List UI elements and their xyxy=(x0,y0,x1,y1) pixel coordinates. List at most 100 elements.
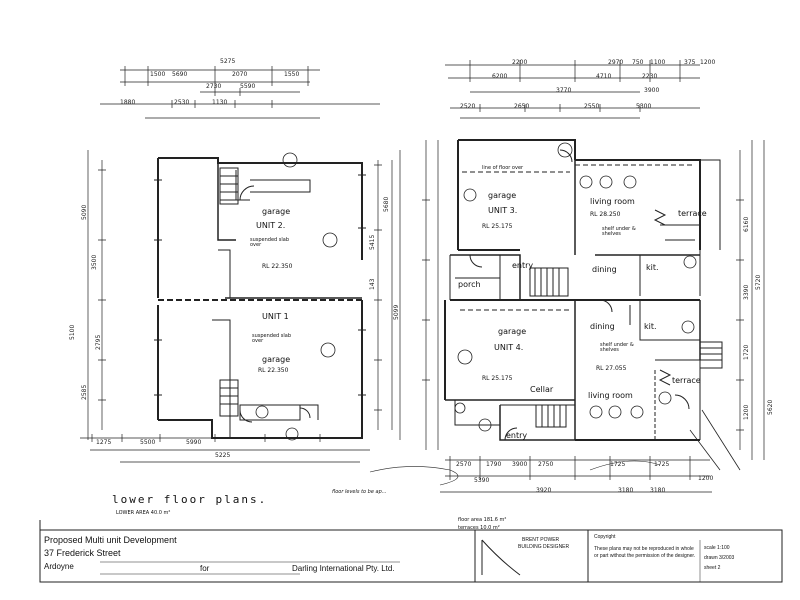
unit4-rl: RL 25.175 xyxy=(482,375,513,382)
dim: 2070 xyxy=(232,71,248,78)
dim: 750 xyxy=(632,59,644,66)
unit2-rl: RL 22.350 xyxy=(262,263,293,270)
unit2-slab-note: suspended slab over xyxy=(250,237,290,248)
dim: 1720 xyxy=(743,344,750,360)
area-note-2: terraces 10.0 m² xyxy=(458,525,500,531)
dim: 1200 xyxy=(743,404,750,420)
title-block-lines xyxy=(39,520,783,583)
dim: 3770 xyxy=(556,87,572,94)
client-name: Darling International Pty. Ltd. xyxy=(292,564,395,573)
dim: 5680 xyxy=(383,196,390,212)
copyright-title: Copyright xyxy=(594,534,616,540)
unit4-garage-label: garage xyxy=(498,327,527,336)
dim: 5090 xyxy=(81,204,88,220)
right-plan-walls xyxy=(444,139,741,471)
unit1-rl: RL 22.350 xyxy=(258,367,289,374)
living-top-rl: RL 28.250 xyxy=(590,211,621,218)
dim: 3180 xyxy=(618,487,634,494)
dim: 1550 xyxy=(284,71,300,78)
floor-plans-title: lower floor plans. xyxy=(112,493,268,506)
dim: 5590 xyxy=(240,83,256,90)
dim: 1130 xyxy=(212,99,228,106)
kit-bottom-label: kit. xyxy=(644,322,657,331)
right-plan-dims xyxy=(422,60,765,493)
dim: 3900 xyxy=(644,87,660,94)
dim: 2650 xyxy=(514,103,530,110)
dining-top-label: dining xyxy=(592,265,617,274)
area-note-1: floor area 181.6 m² xyxy=(458,517,507,523)
unit3-rl: RL 25.175 xyxy=(482,223,513,230)
unit3-label: UNIT 3. xyxy=(488,206,518,215)
sheet-info-1: scale 1:100 xyxy=(704,545,730,551)
handwritten-note: floor levels to be ap... xyxy=(332,489,387,495)
dim: 2530 xyxy=(174,99,190,106)
dim: 5390 xyxy=(474,477,490,484)
dim: 1200 xyxy=(698,475,714,482)
dim: 5720 xyxy=(755,274,762,290)
line-of-floor-over-note: line of floor over xyxy=(482,165,524,171)
dim: 2570 xyxy=(456,461,472,468)
left-plan-walls xyxy=(154,157,366,439)
project-address: 37 Frederick Street xyxy=(44,548,121,558)
floor-area-note: LOWER AREA 40.0 m² xyxy=(116,510,171,516)
fixture-circles xyxy=(255,142,697,441)
sheet-info-2: drawn 3/2003 xyxy=(704,555,735,561)
porch-label: porch xyxy=(458,280,481,289)
unit1-garage-label: garage xyxy=(262,355,291,364)
dim: 2230 xyxy=(642,73,658,80)
project-title: Proposed Multi unit Development xyxy=(44,535,177,545)
entry-bottom-label: entry xyxy=(506,431,528,440)
kit-top-label: kit. xyxy=(646,263,659,272)
dim: 1725 xyxy=(610,461,626,468)
dim: 2750 xyxy=(538,461,554,468)
dim: 5620 xyxy=(767,399,774,415)
dim: 1200 xyxy=(700,59,716,66)
rl-bottom: RL 27.055 xyxy=(596,365,627,372)
dim: 5225 xyxy=(215,452,231,459)
dim: 2730 xyxy=(206,83,222,90)
dim: 1880 xyxy=(120,99,136,106)
dim: 2550 xyxy=(584,103,600,110)
dim: 5100 xyxy=(69,324,76,340)
dim: 5415 xyxy=(369,234,376,250)
dim: 3500 xyxy=(91,254,98,270)
sheet-info-3: sheet 2 xyxy=(704,565,721,571)
dim: 3390 xyxy=(743,284,750,300)
dim: 1790 xyxy=(486,461,502,468)
designer-name: BRENT POWER xyxy=(522,537,560,543)
dim: 6160 xyxy=(743,216,750,232)
dim: 2520 xyxy=(460,103,476,110)
dim: 5690 xyxy=(172,71,188,78)
dining-bottom-label: dining xyxy=(590,322,615,331)
living-bottom-label: living room xyxy=(588,391,633,400)
cellar-label: Cellar xyxy=(530,385,554,394)
dim: 143 xyxy=(369,278,376,290)
unit1-label: UNIT 1 xyxy=(262,312,289,321)
unit1-slab-note: suspended slab over xyxy=(252,333,292,344)
terrace-top-label: terrace xyxy=(678,209,707,218)
unit2-garage-label: garage xyxy=(262,207,291,216)
dim: 375 xyxy=(684,59,696,66)
entry-top-label: entry xyxy=(512,261,534,270)
dim: 2585 xyxy=(81,384,88,400)
dim: 2970 xyxy=(608,59,624,66)
shelf-note-top: shelf under & shelves xyxy=(602,226,636,237)
dim: 5099 xyxy=(393,304,400,320)
dim: 4710 xyxy=(596,73,612,80)
unit3-garage-label: garage xyxy=(488,191,517,200)
copyright-text: These plans may not be reproduced in who… xyxy=(594,546,696,559)
dim: 2200 xyxy=(512,59,528,66)
dim: 6200 xyxy=(492,73,508,80)
dim: 2795 xyxy=(95,334,102,350)
dim: 5990 xyxy=(186,439,202,446)
unit2-label: UNIT 2. xyxy=(256,221,286,230)
living-top-label: living room xyxy=(590,197,635,206)
terrace-bottom-label: terrace xyxy=(672,376,701,385)
dim: 3920 xyxy=(536,487,552,494)
dim: 1100 xyxy=(650,59,666,66)
dim: 3900 xyxy=(512,461,528,468)
dim: 5275 xyxy=(220,58,236,65)
dim: 3180 xyxy=(650,487,666,494)
